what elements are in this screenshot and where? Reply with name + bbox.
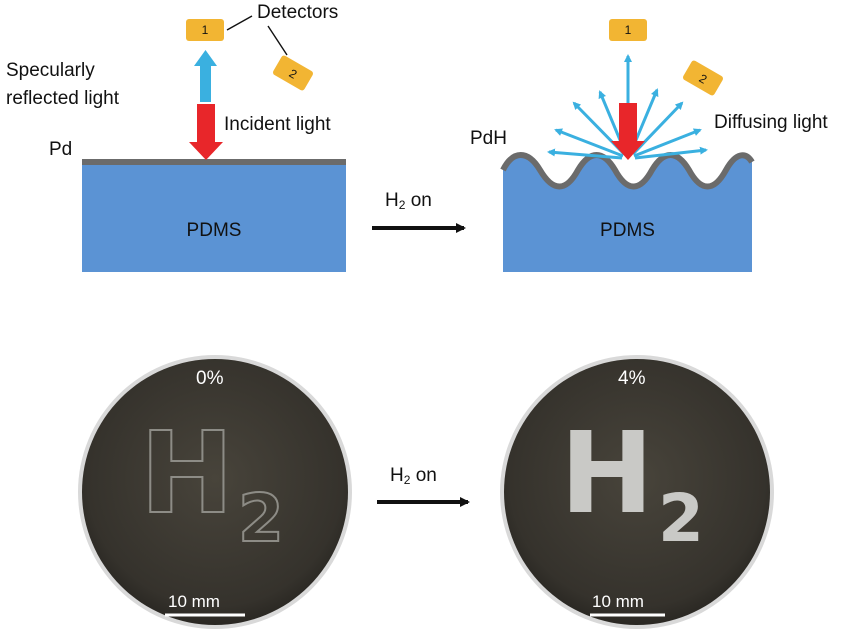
h2-on-label-bottom: H2 on <box>390 465 437 487</box>
detector-leader-1 <box>226 15 253 31</box>
diffusing-light-label: Diffusing light <box>714 112 828 133</box>
detector-1-left <box>186 19 224 41</box>
disc-letter-h-left: H <box>139 409 235 539</box>
pdh-film <box>500 152 755 190</box>
incident-light-arrow-left <box>189 104 223 160</box>
detector-1-number-left: 1 <box>201 23 209 37</box>
pdms-label-right: PDMS <box>600 220 655 241</box>
hydrogen-percent-left: 0% <box>196 368 224 389</box>
detector-2-left <box>273 55 313 91</box>
wrinkled-pdms-block <box>500 152 755 272</box>
pd-label: Pd <box>49 139 73 160</box>
incident-light-label: Incident light <box>224 114 331 135</box>
specular-label-line2: reflected light <box>6 88 120 109</box>
h2-on-label-top: H2 on <box>385 190 432 212</box>
scale-label-left: 10 mm <box>168 592 220 611</box>
disc-right <box>500 355 774 629</box>
pd-film <box>82 159 346 165</box>
disc-letter-2-right: 2 <box>658 480 704 557</box>
flat-pdms-block <box>82 159 346 272</box>
disc-letter-h-right: H <box>560 409 654 539</box>
detectors-label: Detectors <box>257 2 339 23</box>
disc-letter-2-left: 2 <box>237 480 285 557</box>
scale-label-right: 10 mm <box>592 592 644 611</box>
specular-label-line1: Specularly <box>6 60 95 81</box>
incident-light-arrow-right <box>611 103 645 160</box>
specular-light-arrow <box>194 50 217 102</box>
detector-2-right <box>683 60 723 96</box>
disc-left <box>78 355 352 629</box>
pdms-label-left: PDMS <box>186 220 242 241</box>
hydrogen-percent-right: 4% <box>618 368 646 389</box>
detector-leader-2 <box>267 25 288 56</box>
pdh-label: PdH <box>470 128 507 149</box>
detector-1-number-right: 1 <box>624 23 632 37</box>
detector-1-right <box>609 19 647 41</box>
